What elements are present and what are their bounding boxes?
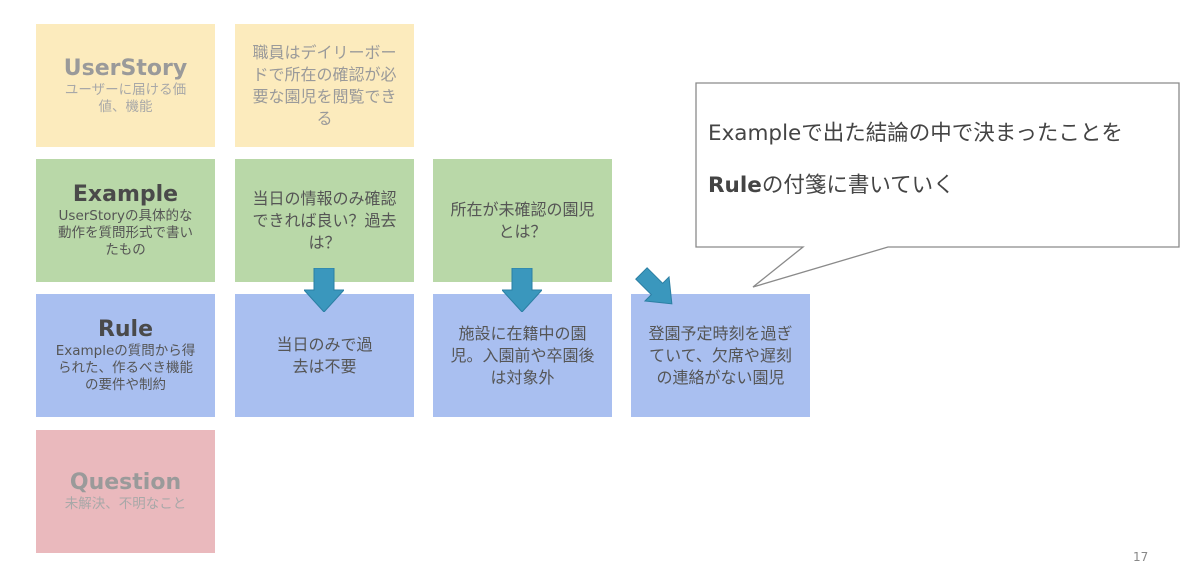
legend-rule-desc: Exampleの質問から得られた、作るべき機能の要件や制約 xyxy=(55,343,196,393)
rule-text: 登園予定時刻を過ぎていて、欠席や遅刻の連絡がない園児 xyxy=(648,323,793,387)
arrow-down-right-icon xyxy=(635,267,673,305)
callout-rule-word: Rule xyxy=(708,173,762,198)
rule-note: 当日のみで過去は不要 xyxy=(235,294,414,417)
page-number: 17 xyxy=(1133,550,1149,564)
legend-example-desc: UserStoryの具体的な動作を質問形式で書いたもの xyxy=(58,208,193,258)
legend-example-note: Example UserStoryの具体的な動作を質問形式で書いたもの xyxy=(36,159,215,282)
legend-userstory-title: UserStory xyxy=(63,55,188,81)
callout-line-1: Exampleで出た結論の中で決まったことを xyxy=(708,121,1123,146)
example-text: 当日の情報のみ確認できれば良い？過去は？ xyxy=(252,188,397,252)
legend-userstory-desc: ユーザーに届ける価値、機能 xyxy=(64,81,187,115)
example-note: 所在が未確認の園児とは？ xyxy=(433,159,612,282)
rule-note: 施設に在籍中の園児。入園前や卒園後は対象外 xyxy=(433,294,612,417)
rule-text: 当日のみで過去は不要 xyxy=(276,334,373,376)
userstory-note: 職員はデイリーボードで所在の確認が必要な園児を閲覧できる xyxy=(235,24,414,147)
rule-text: 施設に在籍中の園児。入園前や卒園後は対象外 xyxy=(450,323,595,387)
legend-question-note: Question 未解決、不明なこと xyxy=(36,430,215,553)
callout-line-2-rest: の付箋に書いていく xyxy=(761,173,955,198)
legend-question-desc: 未解決、不明なこと xyxy=(64,496,187,512)
arrow-down-icon xyxy=(502,268,542,312)
rule-note: 登園予定時刻を過ぎていて、欠席や遅刻の連絡がない園児 xyxy=(631,294,810,417)
example-text: 所在が未確認の園児とは？ xyxy=(450,199,595,241)
legend-userstory-note: UserStory ユーザーに届ける価値、機能 xyxy=(36,24,215,147)
legend-question-title: Question xyxy=(69,470,182,495)
callout-line-2: Ruleの付箋に書いていく xyxy=(708,160,1178,212)
userstory-text: 職員はデイリーボードで所在の確認が必要な園児を閲覧できる xyxy=(252,42,397,128)
callout-text: Exampleで出た結論の中で決まったことを Ruleの付箋に書いていく xyxy=(708,108,1178,212)
legend-rule-title: Rule xyxy=(97,317,154,342)
legend-example-title: Example xyxy=(72,182,179,207)
legend-rule-note: Rule Exampleの質問から得られた、作るべき機能の要件や制約 xyxy=(36,294,215,417)
arrow-down-icon xyxy=(304,268,344,312)
example-note: 当日の情報のみ確認できれば良い？過去は？ xyxy=(235,159,414,282)
